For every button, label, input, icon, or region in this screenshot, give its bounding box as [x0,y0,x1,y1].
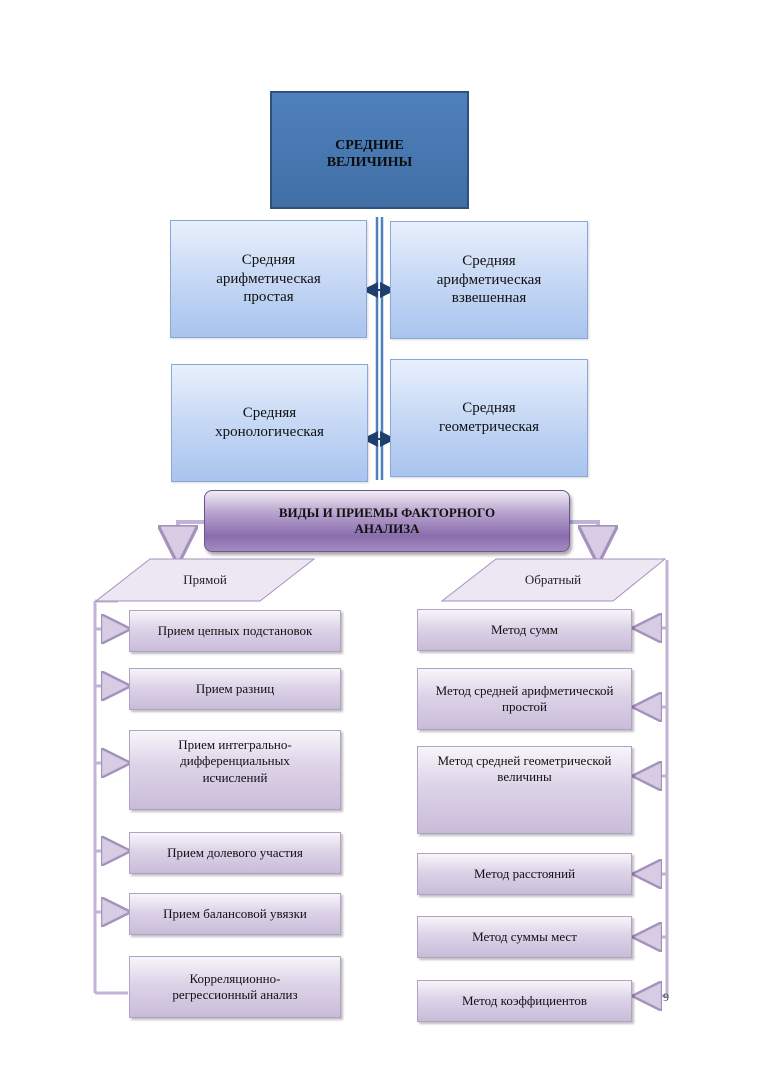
direct-method-label: Прием долевого участия [167,844,303,860]
reverse-parallelogram-shape [440,558,667,602]
geometric-box: Средняя геометрическая [390,359,588,477]
arith-weighted-label: Средняя арифметическая взвешенная [436,252,542,307]
reverse-method-sum-of-places: Метод суммы мест [417,916,632,958]
reverse-method-arith-simple: Метод средней арифметической простой [417,668,632,730]
direct-method-label: Прием интегрально-дифференциальных исчис… [178,737,292,785]
chronological-label: Средняя хронологическая [215,405,324,440]
factor-analysis-header: ВИДЫ И ПРИЕМЫ ФАКТОРНОГО АНАЛИЗА [204,490,570,552]
direct-method-label: Прием цепных подстановок [157,622,313,638]
reverse-method-coefficients: Метод коэффициентов [417,980,632,1022]
reverse-method-geometric: Метод средней геометрической величины [417,746,632,834]
reverse-method-label: Метод расстояний [473,865,576,881]
reverse-method-label: Метод средней арифметической простой [435,682,614,714]
direct-label-box: Прямой [130,559,280,601]
page-number: 9 [663,990,669,1004]
chronological-box: Средняя хронологическая [171,364,368,482]
reverse-method-label: Метод средней геометрической величины [437,753,612,785]
arith-simple-box: Средняя арифметическая простая [170,220,367,338]
reverse-method-sums: Метод сумм [417,609,632,651]
direct-method-chain-substitution: Прием цепных подстановок [129,610,341,652]
reverse-label: Обратный [524,572,582,587]
direct-label: Прямой [183,572,227,587]
direct-method-balance-link: Прием балансовой увязки [129,893,341,935]
reverse-label-box: Обратный [478,559,628,601]
direct-method-correlation-regression: Корреляционно-регрессионный анализ [129,956,341,1018]
direct-parallelogram-shape [94,558,316,602]
geometric-label: Средняя геометрическая [438,400,540,435]
factor-analysis-header-text: ВИДЫ И ПРИЕМЫ ФАКТОРНОГО АНАЛИЗА [278,504,496,536]
arith-weighted-box: Средняя арифметическая взвешенная [390,221,588,339]
average-values-title-text: СРЕДНИЕ ВЕЛИЧИНЫ [326,137,413,171]
average-values-title: СРЕДНИЕ ВЕЛИЧИНЫ [270,91,469,209]
branch-arrow-right [570,520,598,553]
branch-arrow-left [178,520,205,553]
direct-method-label: Прием разниц [195,680,275,696]
reverse-method-distances: Метод расстояний [417,853,632,895]
direct-method-differences: Прием разниц [129,668,341,710]
direct-method-label: Корреляционно-регрессионный анализ [172,970,298,1002]
reverse-method-label: Метод сумм [490,621,559,637]
direct-method-integral: Прием интегрально-дифференциальных исчис… [129,730,341,810]
reverse-method-label: Метод суммы мест [472,928,577,944]
direct-method-share-participation: Прием долевого участия [129,832,341,874]
reverse-method-label: Метод коэффициентов [462,992,587,1008]
arith-simple-label: Средняя арифметическая простая [216,251,321,306]
direct-method-label: Прием балансовой увязки [163,905,307,921]
